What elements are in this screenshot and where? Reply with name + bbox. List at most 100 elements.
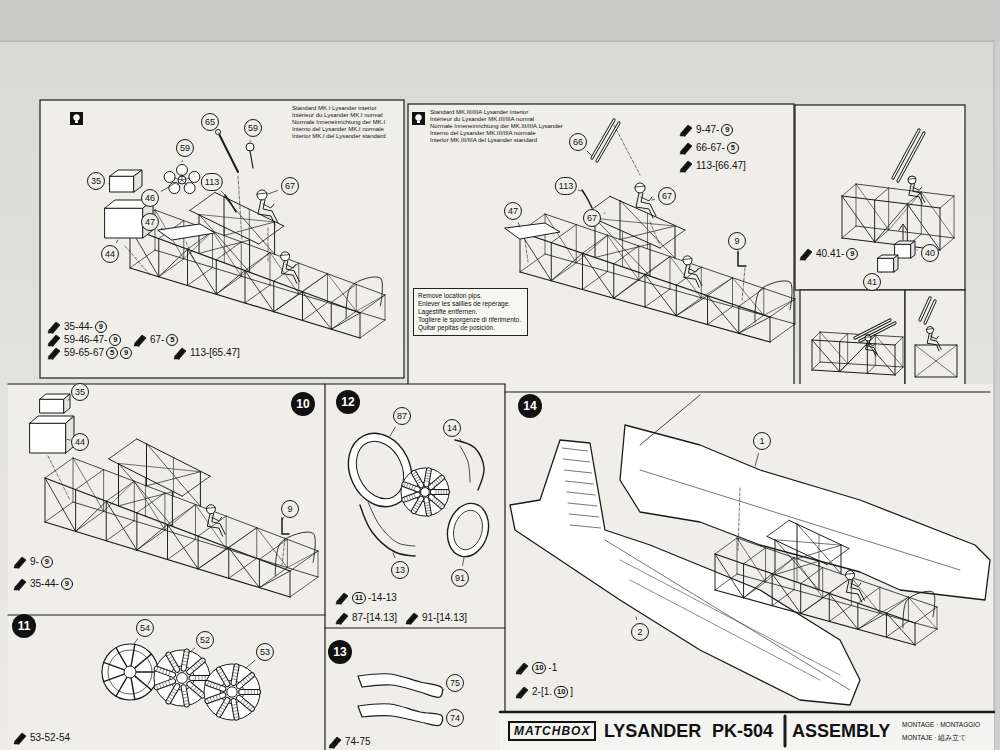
step-reference: 10 (532, 662, 546, 674)
engine-fin (191, 667, 194, 671)
engine-fin (446, 490, 447, 495)
engine-spoke (135, 654, 152, 668)
fuselage-frame (842, 196, 875, 242)
pilot-figure (641, 193, 656, 216)
leader-line (393, 553, 395, 558)
cabane-frame (647, 213, 648, 249)
engine-fin (168, 680, 170, 685)
pilot-figure (927, 328, 934, 330)
engine-fin (232, 704, 237, 706)
pilot-figure (913, 184, 925, 202)
option-icon (75, 121, 78, 124)
pilot-figure (851, 583, 861, 587)
fuselage-frame (772, 590, 794, 606)
fuselage-frame (889, 192, 922, 230)
fuselage-frame (812, 340, 840, 372)
fuselage-frame (708, 307, 733, 325)
part-disc (164, 171, 175, 182)
engine-fin (434, 499, 437, 503)
engine-cylinder (189, 684, 202, 695)
option-icon (70, 112, 83, 125)
fuselage-frame (954, 196, 955, 238)
panel-border (905, 290, 965, 385)
leader-line (442, 720, 444, 721)
engine-cylinder (404, 495, 417, 500)
step-reference: 11 (352, 592, 366, 604)
fuselage-frame (614, 280, 639, 298)
engine-cylinder (426, 500, 428, 514)
cowling-panel (368, 502, 415, 546)
leader-line (755, 454, 758, 466)
fuselage-frame (801, 598, 823, 614)
engine-fin (409, 495, 411, 500)
sheet-subtitle: MONTAGE · MONTAGGIO (902, 721, 980, 729)
engine-fin (162, 682, 164, 687)
fuselage-frame (812, 340, 895, 345)
label-group: ASSEMBLY (792, 721, 890, 741)
callout-number: 35 (87, 172, 105, 190)
assembly-code: 59-65-67 (64, 347, 104, 359)
label-group: Intérieur du Lysander MK.III/IIIA normal (430, 116, 534, 123)
cabane-frame (259, 226, 284, 244)
fuselage-frame (851, 577, 880, 613)
label-group: Normale Inneneinrichtung der MK.I (292, 119, 385, 126)
panel-divider (504, 384, 505, 712)
glue-icon (135, 335, 146, 346)
pilot-figure (865, 335, 871, 341)
engine-fin (223, 702, 227, 705)
engine-fin (219, 671, 223, 674)
cabane-frame (595, 218, 650, 276)
exhaust-part (358, 704, 443, 726)
paper-edge (0, 41, 994, 42)
fuselage-frame (820, 362, 903, 367)
fuselage-frame (551, 263, 576, 281)
panel-line (605, 540, 850, 690)
engine-fin (436, 490, 437, 495)
fuselage-frame (812, 362, 820, 370)
engine-fin (182, 661, 187, 663)
engine-fin (414, 486, 416, 491)
pilot-figure (865, 336, 871, 338)
glue-icon (407, 613, 418, 624)
leader-line (182, 161, 183, 162)
engine-fin (436, 480, 439, 484)
fuselage-frame (106, 501, 107, 541)
leader-line (246, 660, 255, 668)
assembly-code: ] (570, 686, 573, 698)
engine-fin (234, 666, 239, 668)
assembly-code: 87-[14.13] (352, 612, 397, 624)
cabane-frame (595, 218, 675, 226)
engine-cylinder (414, 473, 421, 485)
cabane-frame (675, 226, 676, 258)
fuselage-frame (820, 332, 821, 362)
engine-cylinder (184, 651, 187, 668)
engine-cylinder (234, 701, 237, 718)
fuselage-frame (331, 284, 356, 302)
engine-fin (191, 685, 194, 689)
leader-line (636, 617, 638, 619)
callout-number: 113 (201, 173, 223, 191)
label-group: Interior MK.I del Lysander standard (292, 133, 386, 140)
panel-border (40, 100, 404, 378)
fit-line (525, 240, 528, 262)
leader-line (518, 223, 520, 227)
step-number: 12 (336, 390, 360, 414)
header-text: Interno del Lysander MK.III/IIIA normale (430, 130, 536, 137)
title-band (500, 712, 994, 750)
engine-fin (417, 500, 421, 503)
fuselage-frame (245, 253, 270, 271)
engine-fin (248, 690, 249, 695)
fuselage-frame (45, 522, 290, 597)
engine-spoke (104, 674, 125, 682)
engine-fin (182, 664, 187, 666)
gun-barrel (898, 133, 924, 181)
note-text: Remove location pips. (418, 292, 523, 300)
fuselage-frame (875, 230, 889, 242)
panel-divider (325, 627, 505, 628)
assembly-code: 66-67- (696, 142, 725, 154)
engine-fin (184, 700, 189, 702)
fit-line (614, 125, 640, 175)
fuselage-frame (739, 317, 770, 333)
instrument-panel (275, 532, 315, 576)
fuselage-frame (198, 548, 229, 569)
